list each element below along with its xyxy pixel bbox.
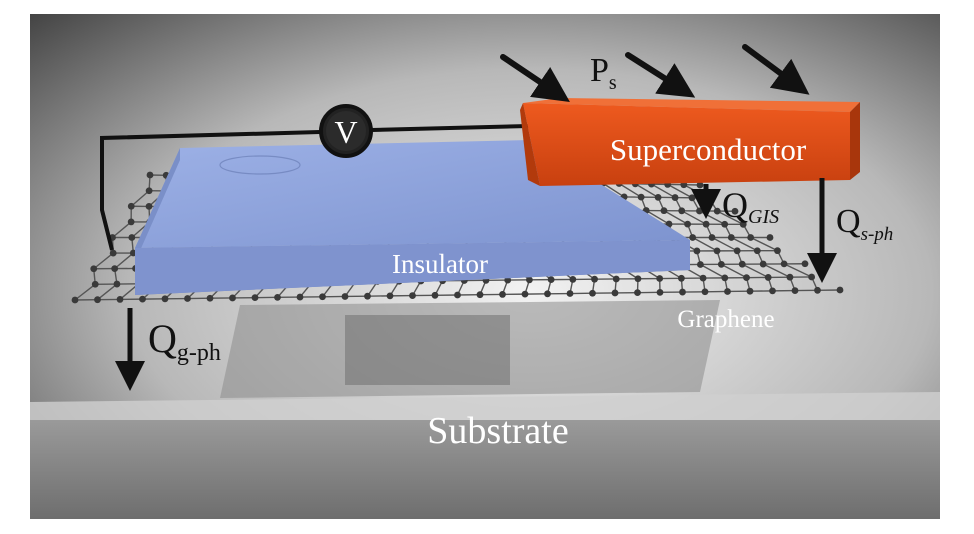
graphene-atom: [661, 207, 668, 214]
graphene-atom: [342, 293, 349, 300]
graphene-atom: [117, 296, 124, 303]
graphene-atom: [274, 294, 281, 301]
graphene-atom: [432, 292, 439, 299]
graphene-atom: [724, 288, 731, 295]
graphene-atom: [696, 208, 703, 215]
graphene-atom: [837, 287, 844, 294]
graphene-atom: [728, 234, 735, 241]
graphene-atom: [139, 296, 146, 303]
graphene-atom: [319, 293, 326, 300]
voltmeter: V: [321, 106, 371, 156]
graphene-atom: [694, 248, 701, 255]
graphene-atom: [94, 296, 101, 303]
graphene-atom: [765, 274, 772, 281]
graphene-atom: [147, 172, 154, 179]
graphene-atom: [548, 276, 555, 283]
graphene-atom: [252, 294, 259, 301]
graphene-atom: [128, 234, 135, 241]
graphene-atom: [684, 221, 691, 228]
graphene-atom: [679, 289, 686, 296]
graphene-atom: [747, 288, 754, 295]
graphene-atom: [678, 275, 685, 282]
graphene-atom: [92, 281, 99, 288]
graphene-atom: [146, 187, 153, 194]
graphene-atom: [714, 247, 721, 254]
graphene-atom: [672, 194, 679, 201]
graphene-atom: [702, 288, 709, 295]
graphene-atom: [526, 276, 533, 283]
graphene-atom: [114, 281, 121, 288]
graphene-atom: [655, 194, 662, 201]
graphene-atom: [709, 234, 716, 241]
graphene-atom: [162, 295, 169, 302]
graphene-atom: [207, 295, 214, 302]
graphene-atom: [739, 261, 746, 268]
graphene-atom: [128, 203, 135, 210]
substrate-label: Substrate: [427, 410, 568, 452]
graphene-atom: [767, 234, 774, 241]
graphene-atom: [477, 291, 484, 298]
graphene-atom: [721, 274, 728, 281]
graphene-atom: [734, 247, 741, 254]
graphene-atom: [72, 297, 79, 304]
graphene-atom: [544, 290, 551, 297]
graphene-atom: [638, 194, 645, 201]
graphene-atom: [808, 274, 815, 281]
graphene-atom: [612, 290, 619, 297]
graphene-atom: [760, 261, 767, 268]
graphene-atom: [90, 265, 97, 272]
graphene-atom: [703, 221, 710, 228]
graphene-atom: [802, 260, 809, 267]
graphene-atom: [769, 287, 776, 294]
graphene-atom: [613, 276, 620, 283]
graphene-atom: [297, 294, 304, 301]
graphene-atom: [184, 295, 191, 302]
graphene-atom: [781, 260, 788, 267]
graphene-atom: [754, 247, 761, 254]
graphene-atom: [657, 289, 664, 296]
graphene-atom: [591, 276, 598, 283]
graphene-atom: [128, 219, 135, 226]
graphene-atom: [743, 274, 750, 281]
graphene-atom: [146, 203, 153, 210]
graphene-atom: [110, 250, 117, 257]
graphene-atom: [700, 275, 707, 282]
graphene-atom: [697, 261, 704, 268]
graphene-atom: [589, 290, 596, 297]
graphene-label: Graphene: [677, 306, 774, 333]
graphene-atom: [747, 234, 754, 241]
graphene-atom: [792, 287, 799, 294]
graphene-atom: [689, 234, 696, 241]
superconductor-label: Superconductor: [610, 132, 807, 167]
graphene-atom: [689, 194, 696, 201]
graphene-atom: [634, 289, 641, 296]
graphene-atom: [409, 292, 416, 299]
graphene-atom: [678, 207, 685, 214]
graphene-atom: [774, 247, 781, 254]
graphene-atom: [567, 290, 574, 297]
graphene-atom: [454, 292, 461, 299]
voltmeter-label: V: [334, 114, 357, 150]
graphene-atom: [814, 287, 821, 294]
graphene-atom: [635, 275, 642, 282]
insulator-label: Insulator: [392, 249, 488, 279]
graphene-atom: [787, 274, 794, 281]
graphene-atom: [229, 295, 236, 302]
graphene-atom: [656, 275, 663, 282]
graphene-atom: [387, 292, 394, 299]
graphene-atom: [569, 276, 576, 283]
graphene-atom: [111, 265, 118, 272]
graphene-atom: [718, 261, 725, 268]
graphene-atom: [522, 291, 529, 298]
graphene-atom: [499, 291, 506, 298]
graphene-atom: [364, 293, 371, 300]
graphene-atom: [714, 208, 721, 215]
